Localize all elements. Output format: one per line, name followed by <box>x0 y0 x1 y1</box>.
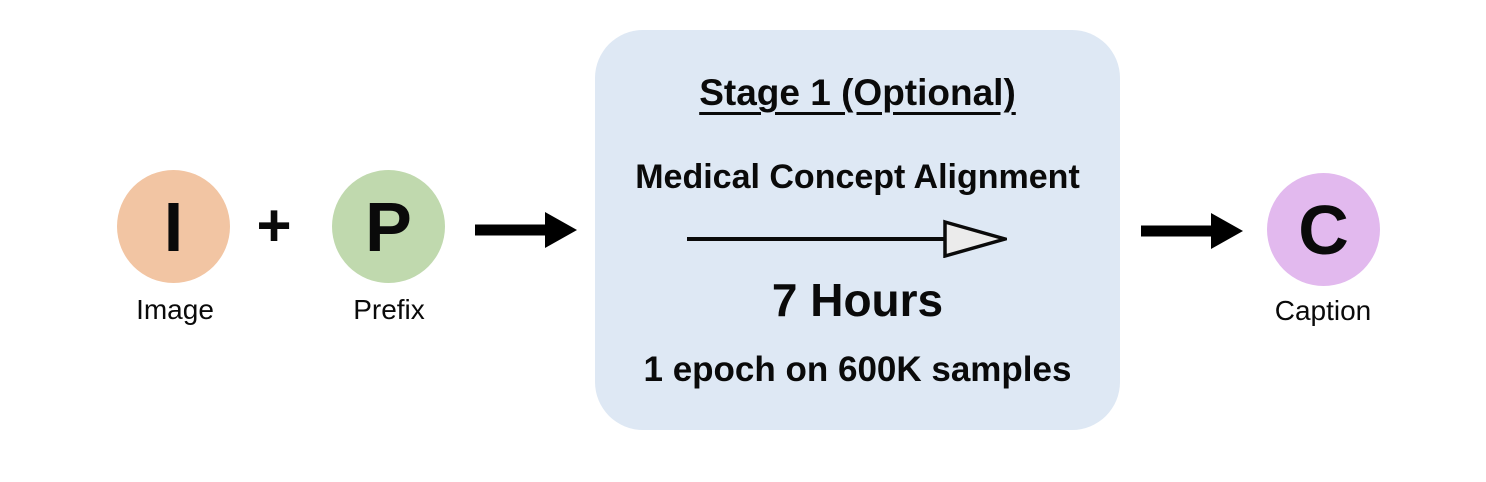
stage1-title: Stage 1 (Optional) <box>699 72 1016 113</box>
caption-node-letter: C <box>1298 190 1349 269</box>
prefix-node-letter: P <box>365 187 412 266</box>
plus-operator: + <box>256 192 292 259</box>
stage1-duration-text: 7 Hours <box>771 274 944 326</box>
training-progress-arrow-icon <box>687 219 1007 258</box>
flow-arrow-icon <box>1141 213 1243 249</box>
stage1-box: Stage 1 (Optional) Medical Concept Align… <box>595 30 1120 430</box>
image-node-circle: I <box>117 170 230 283</box>
image-node-letter: I <box>163 187 184 266</box>
caption-node-circle: C <box>1267 173 1380 286</box>
image-node-label: Image <box>136 294 214 325</box>
flow-arrow-icon <box>475 212 577 248</box>
stage1-detail-text: 1 epoch on 600K samples <box>643 350 1072 389</box>
prefix-node-label: Prefix <box>353 294 425 325</box>
caption-node-label: Caption <box>1274 295 1372 326</box>
prefix-node-circle: P <box>332 170 445 283</box>
stage1-task-text: Medical Concept Alignment <box>635 158 1080 196</box>
